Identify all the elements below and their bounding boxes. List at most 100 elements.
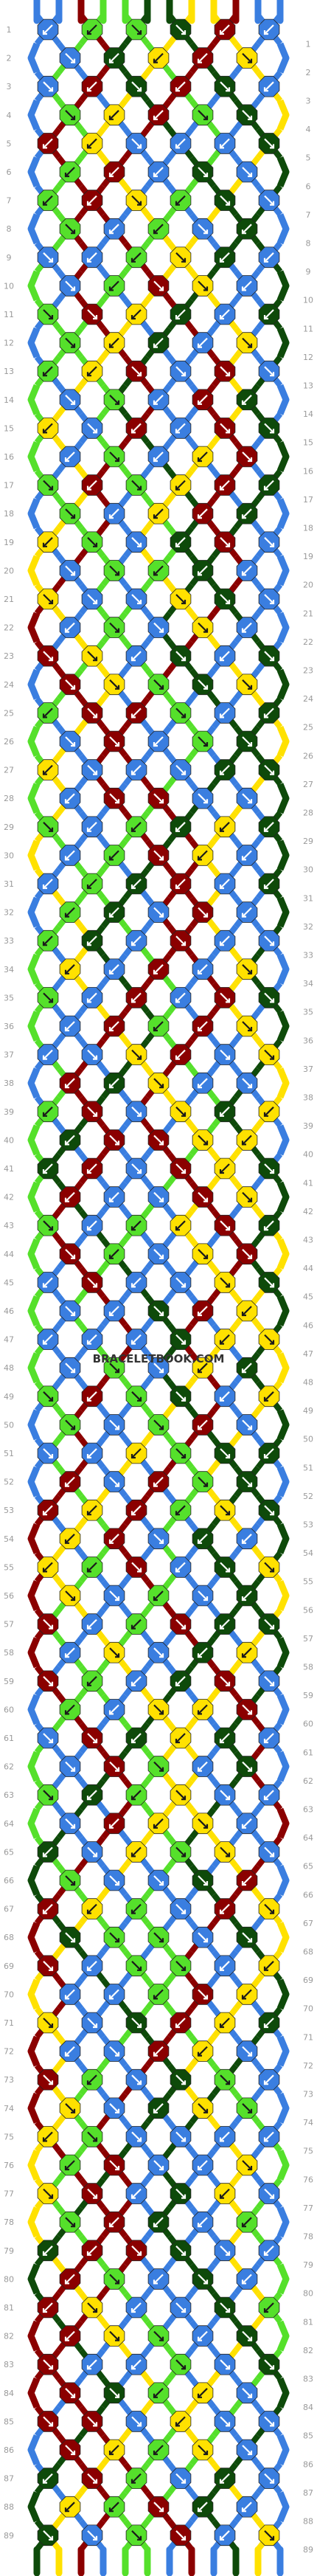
knot[interactable] xyxy=(81,1214,103,1236)
knot[interactable] xyxy=(147,1812,170,1835)
knot[interactable] xyxy=(103,446,125,468)
knot[interactable] xyxy=(236,2439,258,2461)
knot[interactable] xyxy=(125,75,147,97)
knot[interactable] xyxy=(258,474,280,496)
knot[interactable] xyxy=(59,2097,81,2119)
knot[interactable] xyxy=(59,2211,81,2233)
knot[interactable] xyxy=(192,1869,214,1891)
knot[interactable] xyxy=(103,2097,125,2119)
knot[interactable] xyxy=(37,360,59,382)
knot[interactable] xyxy=(147,2097,170,2119)
knot[interactable] xyxy=(147,389,170,411)
knot[interactable] xyxy=(37,1272,59,1293)
knot[interactable] xyxy=(81,1613,103,1635)
knot[interactable] xyxy=(37,1955,59,1977)
knot[interactable] xyxy=(37,1044,59,1065)
knot[interactable] xyxy=(192,2211,214,2233)
knot[interactable] xyxy=(170,1955,192,1977)
knot[interactable] xyxy=(214,1385,236,1408)
knot[interactable] xyxy=(192,47,214,69)
knot[interactable] xyxy=(258,2524,280,2546)
knot[interactable] xyxy=(81,759,103,780)
knot[interactable] xyxy=(37,2524,59,2546)
knot[interactable] xyxy=(170,1385,192,1408)
knot[interactable] xyxy=(125,702,147,724)
knot[interactable] xyxy=(125,1784,147,1806)
knot[interactable] xyxy=(59,1300,81,1322)
knot[interactable] xyxy=(37,246,59,269)
knot[interactable] xyxy=(170,702,192,724)
knot[interactable] xyxy=(59,560,81,581)
knot[interactable] xyxy=(59,958,81,980)
knot[interactable] xyxy=(147,1984,170,2005)
knot[interactable] xyxy=(37,1385,59,1408)
knot[interactable] xyxy=(170,816,192,838)
knot[interactable] xyxy=(192,1186,214,1208)
knot[interactable] xyxy=(258,1044,280,1065)
knot[interactable] xyxy=(236,2097,258,2119)
knot[interactable] xyxy=(214,1841,236,1863)
knot[interactable] xyxy=(37,18,59,41)
knot[interactable] xyxy=(214,303,236,325)
knot[interactable] xyxy=(214,2468,236,2489)
knot[interactable] xyxy=(214,190,236,211)
knot[interactable] xyxy=(81,1157,103,1180)
knot[interactable] xyxy=(37,929,59,952)
knot[interactable] xyxy=(103,1471,125,1492)
knot[interactable] xyxy=(258,1214,280,1236)
knot[interactable] xyxy=(125,2296,147,2319)
knot[interactable] xyxy=(59,730,81,752)
knot[interactable] xyxy=(59,674,81,696)
knot[interactable] xyxy=(258,418,280,439)
knot[interactable] xyxy=(147,1015,170,1037)
knot[interactable] xyxy=(170,474,192,496)
knot[interactable] xyxy=(192,502,214,524)
knot[interactable] xyxy=(125,1557,147,1578)
knot[interactable] xyxy=(258,2468,280,2489)
knot[interactable] xyxy=(37,2012,59,2034)
knot[interactable] xyxy=(59,1812,81,1835)
knot[interactable] xyxy=(258,1499,280,1521)
knot[interactable] xyxy=(147,1926,170,1948)
knot[interactable] xyxy=(170,1157,192,1180)
knot[interactable] xyxy=(192,1243,214,1265)
knot[interactable] xyxy=(59,2154,81,2176)
knot[interactable] xyxy=(147,787,170,809)
knot[interactable] xyxy=(125,2012,147,2034)
knot[interactable] xyxy=(37,2183,59,2204)
knot[interactable] xyxy=(37,474,59,496)
knot[interactable] xyxy=(125,2126,147,2147)
knot[interactable] xyxy=(192,2325,214,2347)
knot[interactable] xyxy=(214,1329,236,1350)
knot[interactable] xyxy=(37,1784,59,1806)
knot[interactable] xyxy=(170,246,192,269)
knot[interactable] xyxy=(192,2097,214,2119)
knot[interactable] xyxy=(147,1186,170,1208)
knot[interactable] xyxy=(125,1101,147,1123)
knot[interactable] xyxy=(192,1528,214,1550)
knot[interactable] xyxy=(81,1272,103,1293)
knot[interactable] xyxy=(258,133,280,154)
knot[interactable] xyxy=(214,645,236,667)
knot[interactable] xyxy=(125,1727,147,1749)
knot[interactable] xyxy=(81,2353,103,2375)
knot[interactable] xyxy=(258,2183,280,2204)
knot[interactable] xyxy=(81,2126,103,2147)
knot[interactable] xyxy=(170,360,192,382)
knot[interactable] xyxy=(103,2325,125,2347)
knot[interactable] xyxy=(214,1499,236,1521)
knot[interactable] xyxy=(192,218,214,240)
knot[interactable] xyxy=(37,816,59,838)
knot[interactable] xyxy=(103,1072,125,1094)
knot[interactable] xyxy=(81,816,103,838)
knot[interactable] xyxy=(103,2496,125,2518)
knot[interactable] xyxy=(258,816,280,838)
knot[interactable] xyxy=(214,1557,236,1578)
knot[interactable] xyxy=(147,502,170,524)
knot[interactable] xyxy=(81,2012,103,2034)
knot[interactable] xyxy=(258,1101,280,1123)
knot[interactable] xyxy=(147,674,170,696)
knot[interactable] xyxy=(258,588,280,610)
knot[interactable] xyxy=(258,2068,280,2091)
knot[interactable] xyxy=(236,1528,258,1550)
